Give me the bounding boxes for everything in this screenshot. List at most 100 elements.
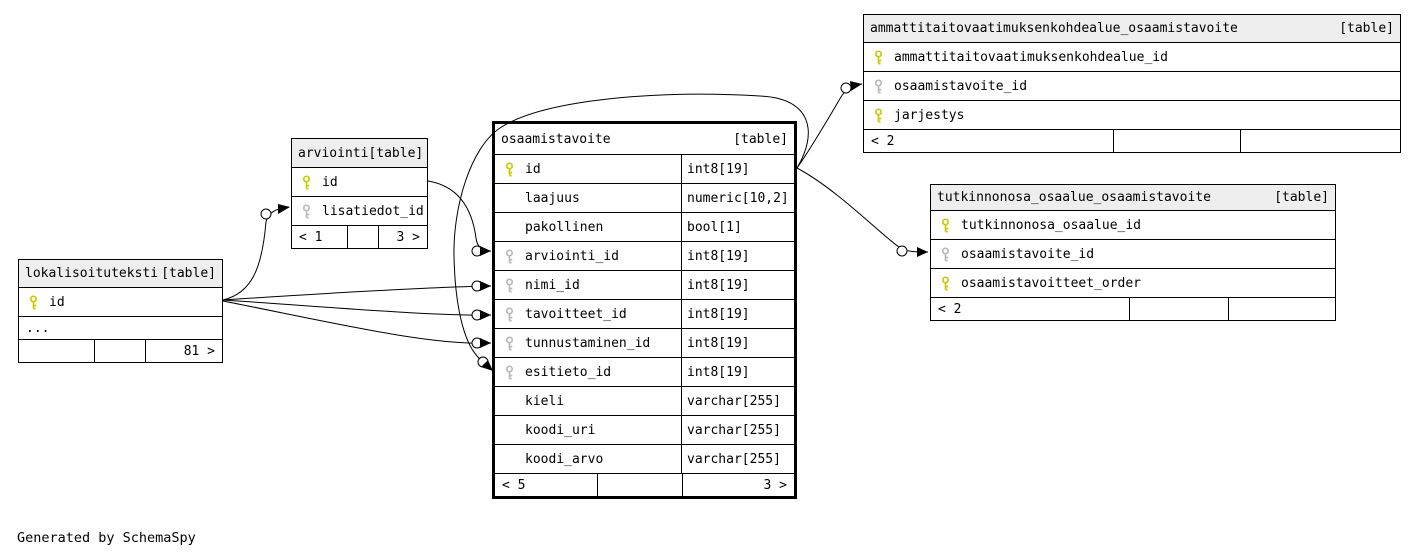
edge-arrowhead	[480, 310, 491, 320]
column-name: tunnustaminen_id	[525, 335, 651, 351]
column-row: osaamistavoite_id	[931, 240, 1335, 269]
column-row: osaamistavoite_id	[864, 72, 1400, 101]
edge-arrowhead	[278, 204, 290, 214]
edge-lokalisoituteksti-id-to-arviointi-lisatiedot_id	[222, 206, 290, 301]
foreign-key-icon	[495, 300, 523, 328]
column-name: lisatiedot_id	[322, 203, 424, 219]
table-header: arviointi[table]	[292, 139, 427, 168]
table-type-badge: [table]	[161, 266, 216, 281]
key-cell-empty	[495, 213, 523, 241]
column-name: koodi_uri	[525, 422, 596, 438]
table-title: osaamistavoite	[501, 131, 611, 147]
key-cell-empty	[495, 445, 523, 473]
column-name: laajuus	[525, 190, 580, 206]
column-row: osaamistavoitteet_order	[931, 269, 1335, 298]
edge-osaamistavoite-id-to-ammattitaitovaatimuksenkohdealue-osaamistavoite_id	[796, 83, 863, 169]
edge-endpoint-circle	[471, 337, 483, 349]
column-name: osaamistavoite_id	[961, 246, 1095, 262]
column-type: int8[19]	[681, 271, 794, 299]
table-header: lokalisoituteksti[table]	[19, 260, 222, 288]
primary-key-icon	[495, 155, 523, 183]
edge-lokalisoituteksti-id-to-osaamistavoite-tavoitteet_id	[222, 299, 492, 316]
column-row: id	[19, 288, 222, 317]
edge-arrowhead	[480, 246, 491, 256]
footer-paging-cell	[1114, 130, 1241, 152]
table-ammattitaitovaatimuksenkohdealue_osaamistavoite[interactable]: ammattitaitovaatimuksenkohdealue_osaamis…	[863, 14, 1401, 153]
table-header: tutkinnonosa_osaalue_osaamistavoite[tabl…	[931, 185, 1335, 211]
edge-endpoint-circle	[260, 208, 272, 220]
column-row: jarjestys	[864, 101, 1400, 130]
column-type: int8[19]	[681, 242, 794, 270]
table-title: arviointi	[298, 145, 369, 161]
column-name: arviointi_id	[525, 248, 619, 264]
primary-key-icon	[864, 43, 892, 71]
column-name: tutkinnonosa_osaalue_id	[961, 217, 1142, 233]
foreign-key-icon	[495, 329, 523, 357]
table-type-badge: [table]	[1339, 21, 1394, 36]
edge-endpoint-circle	[896, 245, 908, 257]
column-name: osaamistavoitteet_order	[961, 275, 1142, 291]
table-relations-footer: < 5 3 >	[495, 474, 794, 496]
column-row: tunnustaminen_id int8[19]	[495, 329, 794, 358]
table-header: osaamistavoite[table]	[495, 124, 794, 155]
footer-paging-cell	[1241, 130, 1400, 152]
table-type-badge: [table]	[368, 145, 424, 161]
key-cell-empty	[495, 184, 523, 212]
footer-paging-cell: 3 >	[396, 229, 420, 245]
column-row: tutkinnonosa_osaalue_id	[931, 211, 1335, 240]
column-name: id	[525, 161, 541, 177]
edge-arrowhead	[480, 338, 491, 348]
foreign-key-icon	[864, 72, 892, 100]
column-row: arviointi_id int8[19]	[495, 242, 794, 271]
foreign-key-icon	[292, 197, 320, 225]
edge-endpoint-circle	[471, 309, 483, 321]
column-row: id	[292, 168, 427, 197]
footer-paging-cell	[1229, 298, 1335, 320]
column-name: jarjestys	[894, 107, 965, 123]
table-lokalisoituteksti[interactable]: lokalisoituteksti[table] id... 81 >	[18, 259, 223, 363]
column-name: koodi_arvo	[525, 451, 604, 467]
footer-paging-cell: < 5	[495, 474, 598, 496]
edge-arrowhead	[850, 81, 862, 91]
edge-arrowhead	[480, 281, 491, 291]
edge-endpoint-circle	[471, 245, 483, 257]
footer-paging-cell: < 2	[864, 130, 1114, 152]
foreign-key-icon	[495, 358, 523, 386]
column-name: ...	[26, 320, 50, 336]
table-relations-footer: 81 >	[19, 340, 222, 362]
table-header: ammattitaitovaatimuksenkohdealue_osaamis…	[864, 15, 1400, 43]
footer-paging-cell: 3 >	[763, 477, 787, 493]
column-type: varchar[255]	[681, 387, 794, 415]
edge-lokalisoituteksti-id-to-osaamistavoite-nimi_id	[222, 285, 492, 301]
table-relations-footer: < 2	[931, 298, 1335, 320]
column-type: bool[1]	[681, 213, 794, 241]
primary-key-icon	[864, 101, 892, 129]
generated-by-note: Generated by SchemaSpy	[17, 530, 196, 546]
table-title: ammattitaitovaatimuksenkohdealue_osaamis…	[870, 21, 1238, 36]
footer-paging-cell	[95, 340, 146, 362]
column-type: varchar[255]	[681, 445, 794, 473]
table-title: lokalisoituteksti	[25, 266, 159, 281]
edge-arviointi-id-to-osaamistavoite-arviointi_id	[427, 180, 492, 252]
table-tutkinnonosa_osaalue_osaamistavoite[interactable]: tutkinnonosa_osaalue_osaamistavoite[tabl…	[930, 184, 1336, 321]
primary-key-icon	[931, 211, 959, 239]
footer-paging-cell	[348, 226, 379, 248]
column-row: ...	[19, 317, 222, 340]
column-name: id	[49, 294, 65, 310]
key-cell-empty	[495, 416, 523, 444]
column-name: esitieto_id	[525, 364, 612, 380]
column-row: ammattitaitovaatimuksenkohdealue_id	[864, 43, 1400, 72]
column-type: int8[19]	[681, 300, 794, 328]
column-row: koodi_arvo varchar[255]	[495, 445, 794, 474]
footer-paging-cell	[19, 340, 95, 362]
footer-paging-cell: 81 >	[183, 343, 215, 359]
column-type: int8[19]	[681, 329, 794, 357]
footer-paging-cell	[1130, 298, 1229, 320]
